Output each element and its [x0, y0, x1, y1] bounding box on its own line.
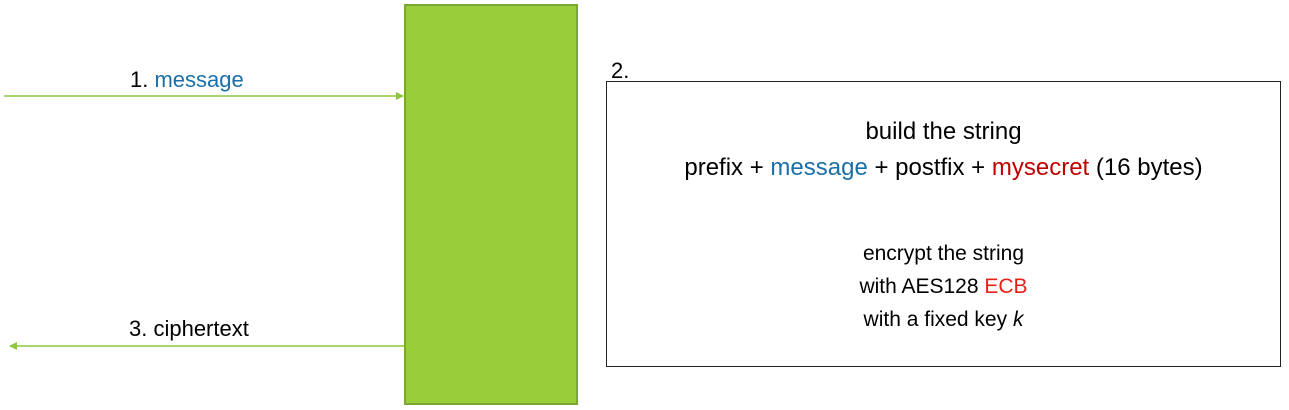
build-title: build the string	[865, 118, 1022, 145]
process-box: build the string prefix + message + post…	[606, 81, 1281, 367]
step3-label: 3. ciphertext	[129, 316, 249, 341]
encrypt-line3: with a fixed key k	[607, 308, 1280, 332]
concat-suffix: (16 bytes)	[1089, 154, 1203, 181]
step1-number: 1.	[130, 67, 149, 92]
encrypt-line2-text: with AES128	[859, 275, 985, 298]
step1-label: 1. message	[130, 67, 244, 93]
concat-message: message	[770, 154, 868, 181]
concat-prefix: prefix +	[684, 154, 771, 181]
encrypt-mode: ECB	[984, 275, 1028, 298]
encrypt-line3-text: with a fixed key	[863, 308, 1013, 331]
concat-secret: mysecret	[991, 154, 1090, 181]
step1-message: message	[154, 67, 244, 92]
concat-mid: + postfix +	[867, 154, 992, 181]
concat-formula: prefix + message + postfix + mysecret (1…	[607, 154, 1280, 182]
server-box	[404, 4, 578, 405]
encrypt-line1: encrypt the string	[862, 242, 1025, 265]
encrypt-line2: with AES128 ECB	[607, 275, 1280, 299]
step2-number: 2.	[611, 58, 630, 83]
encrypt-key: k	[1012, 308, 1024, 331]
